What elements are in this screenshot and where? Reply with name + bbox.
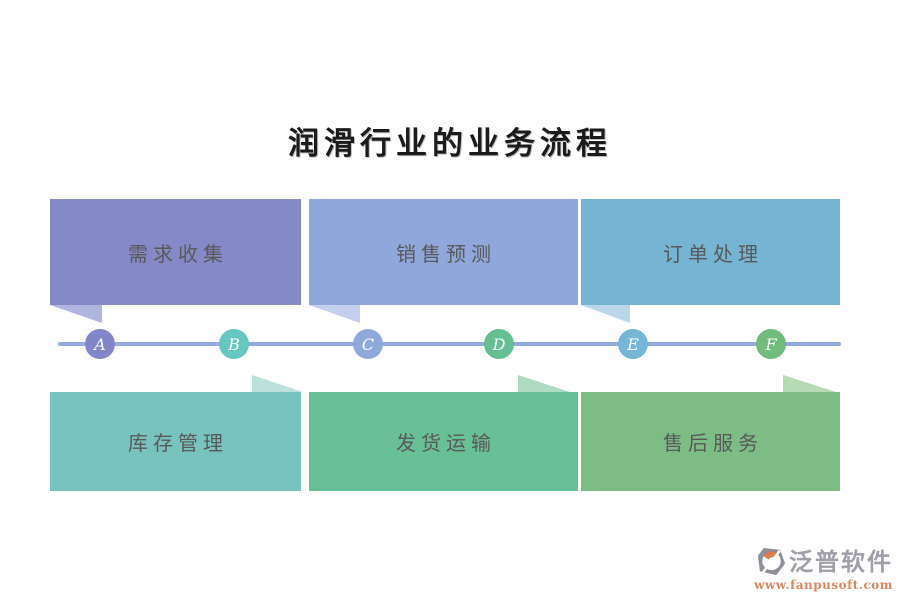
stage-box-sales-forecast: 销售预测 [309,199,578,305]
watermark-url-text: www.fanpusoft.com [754,578,893,592]
timeline-node-c-letter: C [361,334,375,354]
stage-label-demand-collection: 需求收集 [128,241,228,266]
stage-box-after-sales-service: 售后服务 [581,392,840,491]
watermark-brand-text: 泛普软件 [789,547,893,576]
timeline-node-b-letter: B [228,334,240,354]
stage-box-order-processing: 订单处理 [581,199,840,305]
fanpu-logo-icon [757,547,786,576]
timeline-node-e: E [618,329,648,359]
stage-label-inventory-management: 库存管理 [128,431,228,455]
callout-tail-shipping-transport [518,375,570,392]
timeline-node-f: F [756,329,786,359]
callout-tail-after-sales-service [783,375,836,392]
timeline-node-b: B [219,329,249,359]
callout-tail-demand-collection [50,305,102,323]
timeline-node-c: C [353,329,383,359]
stage-box-shipping-transport: 发货运输 [309,392,578,491]
timeline-node-d-letter: D [492,334,506,354]
callout-tail-order-processing [581,305,630,323]
page-title: 润滑行业的业务流程 [288,126,612,162]
callout-tail-inventory-management [252,375,303,392]
callout-tail-sales-forecast [309,305,360,323]
stage-label-sales-forecast: 销售预测 [396,241,496,266]
timeline-node-e-letter: E [627,334,639,354]
timeline-node-d: D [484,329,514,359]
stage-label-after-sales-service: 售后服务 [663,431,763,455]
timeline-line [58,342,841,346]
stage-label-shipping-transport: 发货运输 [396,431,496,455]
stage-box-inventory-management: 库存管理 [50,392,301,491]
timeline-node-f-letter: F [765,334,777,354]
watermark: 泛普软件 www.fanpusoft.com [754,546,893,592]
timeline-node-a: A [85,329,115,359]
timeline-node-a-letter: A [94,334,106,354]
stage-box-demand-collection: 需求收集 [50,199,301,305]
stage-label-order-processing: 订单处理 [663,241,763,266]
